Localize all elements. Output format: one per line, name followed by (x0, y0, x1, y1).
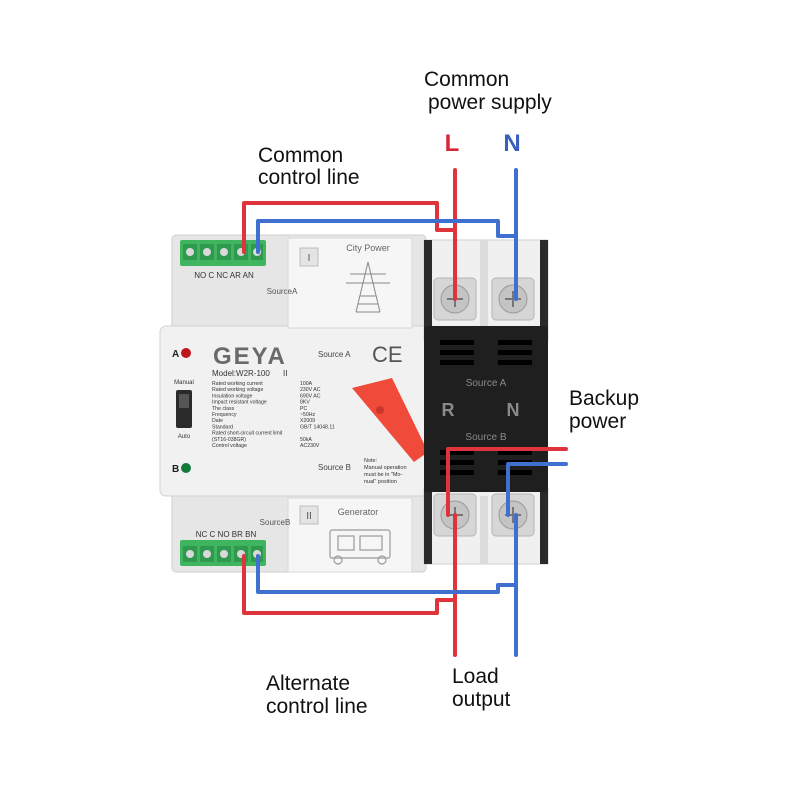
indicator-b-led (181, 463, 191, 473)
source-b-small-label: SourceB (260, 518, 291, 527)
spec-value: X2009 (300, 418, 315, 424)
bottom-terminal-labels: NC C NO BR BN (196, 530, 257, 539)
model-label: Model:W2R-100 (212, 369, 270, 378)
spec-value: 8KV (300, 400, 310, 406)
wire-common-control-neutral (256, 219, 518, 254)
roman-one-box (299, 247, 319, 267)
spec-label: Rated short-circuit current limit (212, 431, 283, 437)
transfer-handle[interactable] (352, 378, 428, 462)
spec-label: The class (212, 406, 235, 412)
spec-label: Rated working voltage (212, 387, 263, 393)
block-source-b-label: Source B (465, 432, 506, 443)
mode-switch-knob (179, 394, 189, 408)
spec-label: Control voltage (212, 443, 247, 449)
source-a-small-label: SourceA (267, 287, 298, 296)
generator-icon (329, 529, 391, 565)
screw-top-neutral (491, 277, 535, 321)
generator-label: Generator (338, 507, 379, 517)
pole-divider-top (480, 240, 488, 330)
spec-value: 100A (300, 381, 313, 387)
callout-common-power-line2: power supply (428, 91, 552, 114)
block-n-label: N (507, 400, 520, 420)
spec-value: ~50Hz (300, 412, 316, 418)
callout-backup-line2: power (569, 410, 626, 433)
spec-label: (ST16-038GR) (212, 437, 246, 443)
bottom-side-shadow-left (424, 488, 432, 564)
source-b-front-label: Source B (318, 463, 351, 472)
roman-one-label: I (308, 253, 311, 264)
spec-label: Frequency (212, 412, 237, 418)
top-terminal-labels: NO C NC AR AN (194, 271, 254, 280)
spec-value: GB/T 14048.11 (300, 424, 335, 430)
pole-divider-bottom (480, 496, 488, 564)
note-line-2: Manual operation (364, 465, 407, 471)
spec-value: 230V AC (300, 387, 321, 393)
note-line-4: nual" position (364, 479, 397, 485)
screw-bottom-neutral (491, 493, 535, 537)
callout-backup-line1: Backup (569, 387, 639, 410)
callout-load-line1: Load (452, 665, 499, 688)
spec-label: Standard (212, 424, 233, 430)
callout-common-power-line1: Common (424, 68, 509, 91)
spec-label: Rated working current (212, 381, 263, 387)
note-line-3: must be in "Mo- (364, 472, 402, 478)
power-pylon-icon (346, 261, 390, 313)
spec-value: AC230V (300, 443, 320, 449)
callout-load-line2: output (452, 688, 511, 711)
wire-backup-neutral (506, 462, 568, 517)
bottom-side-shadow-right (540, 488, 548, 564)
switch-auto-label: Auto (178, 434, 191, 440)
spec-label: Date (212, 418, 223, 424)
model-suffix: II (283, 369, 287, 378)
city-power-label: City Power (346, 243, 390, 253)
live-wire-label: L (445, 130, 460, 157)
wire-common-control-live (242, 201, 457, 254)
callout-alternate-line1: Alternate (266, 672, 350, 695)
top-side-shadow-left (424, 240, 432, 340)
callout-common-control-line1: Common (258, 144, 343, 167)
bottom-control-terminal-block (180, 540, 266, 566)
block-r-label: R (442, 400, 455, 420)
ce-mark: CE (372, 342, 403, 367)
top-side-shadow-right (540, 240, 548, 340)
brand-logo: GEYA (213, 343, 287, 370)
block-source-a-label: Source A (466, 378, 507, 389)
spec-value: PC (300, 406, 307, 412)
indicator-a-led (181, 348, 191, 358)
switch-manual-label: Manual (174, 380, 194, 386)
wire-alternate-control-live (242, 554, 457, 615)
spec-table: Rated working current 100A Rated working v… (212, 381, 335, 449)
callout-alternate-line2: control line (266, 695, 368, 718)
indicator-a-label: A (172, 349, 179, 360)
spec-label: Insulation voltage (212, 393, 252, 399)
top-control-terminal-block (180, 240, 266, 266)
wire-alternate-control-neutral (256, 554, 518, 594)
indicator-b-label: B (172, 464, 179, 475)
spec-label: Impact resistant voltage (212, 400, 267, 406)
wire-backup-live (446, 447, 568, 517)
neutral-wire-label: N (503, 130, 520, 157)
roman-two-box (299, 505, 319, 525)
spec-value: 690V AC (300, 393, 321, 399)
callout-common-control-line2: control line (258, 166, 360, 189)
roman-two-label: II (306, 511, 312, 522)
source-a-front-label: Source A (318, 350, 351, 359)
spec-value: 50kA (300, 437, 312, 443)
note-line-1: Note: (364, 458, 378, 464)
